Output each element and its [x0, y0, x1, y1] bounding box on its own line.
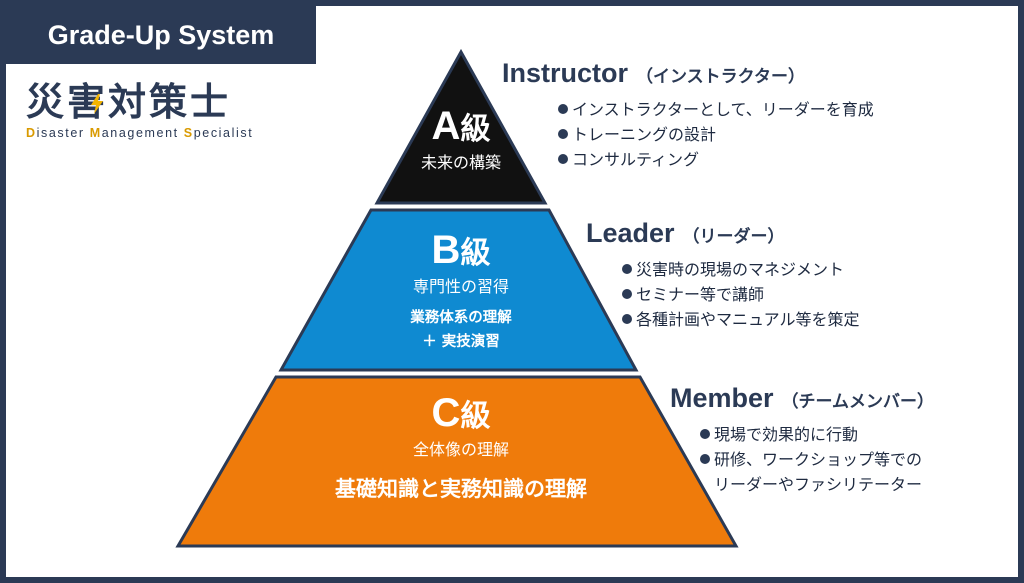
- tier-c-grade: C級: [306, 391, 616, 439]
- tier-a-kyu: 級: [460, 112, 491, 147]
- logo-en-part: M: [89, 126, 102, 140]
- tier-b-kyu: 級: [460, 236, 491, 271]
- list-item: インストラクターとして、リーダーを育成: [558, 97, 874, 122]
- role-leader-list: 災害時の現場のマネジメント セミナー等で講師 各種計画やマニュアル等を策定: [622, 257, 860, 332]
- bullet-icon: [700, 429, 710, 439]
- pyramid-tier-a: [374, 48, 548, 205]
- list-item: 災害時の現場のマネジメント: [622, 257, 860, 282]
- role-leader-title: Leader: [586, 218, 675, 248]
- logo-en-part: D: [26, 126, 37, 140]
- tier-c-subtitle: 全体像の理解: [412, 440, 509, 459]
- bullet-icon: [558, 129, 568, 139]
- role-member-list: 現場で効果的に行動 研修、ワークショップ等での リーダーやファシリテーター: [700, 422, 934, 497]
- role-instructor-title: Instructor: [502, 58, 629, 88]
- logo-en-part: pecialist: [193, 126, 254, 140]
- logo-en-part: anagement: [101, 126, 184, 140]
- list-item: 研修、ワークショップ等での: [700, 447, 934, 472]
- lightning-bolt-icon: [91, 94, 103, 114]
- tier-a-subtitle: 未来の構築: [420, 153, 501, 172]
- page-title: Grade-Up System: [6, 6, 316, 64]
- role-instructor-list: インストラクターとして、リーダーを育成 トレーニングの設計 コンサルティング: [558, 97, 874, 172]
- role-leader-jp: （リーダー）: [682, 227, 785, 247]
- pyramid-diagram: [175, 48, 739, 548]
- tier-b-detail: 業務体系の理解 ＋ 実技演習: [361, 306, 561, 354]
- tier-a-grade: A級: [391, 104, 531, 152]
- bullet-icon: [622, 314, 632, 324]
- tier-c-kyu: 級: [460, 399, 491, 434]
- tier-a-letter: A: [431, 104, 461, 148]
- role-member: Member （チームメンバー） 現場で効果的に行動 研修、ワークショップ等での …: [670, 383, 934, 497]
- slide: Grade-Up System 災害対策士 Disaster Managemen…: [6, 6, 1018, 577]
- list-item: 各種計画やマニュアル等を策定: [622, 307, 860, 332]
- bullet-icon: [622, 289, 632, 299]
- logo-en-part: S: [183, 126, 194, 140]
- role-leader: Leader （リーダー） 災害時の現場のマネジメント セミナー等で講師 各種計画…: [586, 218, 860, 332]
- role-member-title: Member: [670, 383, 774, 413]
- role-member-jp: （チームメンバー）: [781, 392, 935, 412]
- tier-b-detail-line: ＋ 実技演習: [422, 334, 500, 350]
- tier-a-text: A級 未来の構築: [391, 104, 531, 174]
- logo-japanese-wordmark: 災害対策士: [26, 80, 232, 124]
- tier-b-letter: B: [431, 228, 461, 272]
- tier-b-subtitle: 専門性の習得: [412, 277, 509, 296]
- role-instructor-jp: （インストラクター）: [636, 67, 805, 87]
- bullet-icon: [622, 264, 632, 274]
- bullet-icon: [558, 104, 568, 114]
- tier-c-detail: 基礎知識と実務知識の理解: [335, 477, 587, 501]
- list-item: セミナー等で講師: [622, 282, 860, 307]
- role-instructor: Instructor （インストラクター） インストラクターとして、リーダーを育成…: [502, 58, 874, 172]
- tier-b-grade: B級: [361, 228, 561, 276]
- list-item: 現場で効果的に行動: [700, 422, 934, 447]
- list-item: コンサルティング: [558, 147, 874, 172]
- bullet-icon: [558, 154, 568, 164]
- list-item: トレーニングの設計: [558, 122, 874, 147]
- logo-en-part: isaster: [36, 126, 90, 140]
- tier-b-text: B級 専門性の習得 業務体系の理解 ＋ 実技演習: [361, 228, 561, 354]
- pyramid-tier-c: [175, 375, 739, 548]
- bullet-icon: [700, 454, 710, 464]
- tier-b-detail-line: 業務体系の理解: [410, 310, 512, 326]
- logo: 災害対策士 Disaster Management Specialist: [26, 80, 306, 140]
- pyramid-tier-b: [278, 208, 639, 372]
- logo-english-wordmark: Disaster Management Specialist: [26, 126, 306, 140]
- tier-c-text: C級 全体像の理解 基礎知識と実務知識の理解: [306, 391, 616, 503]
- tier-c-letter: C: [431, 391, 461, 435]
- list-item-continuation: リーダーやファシリテーター: [714, 475, 923, 494]
